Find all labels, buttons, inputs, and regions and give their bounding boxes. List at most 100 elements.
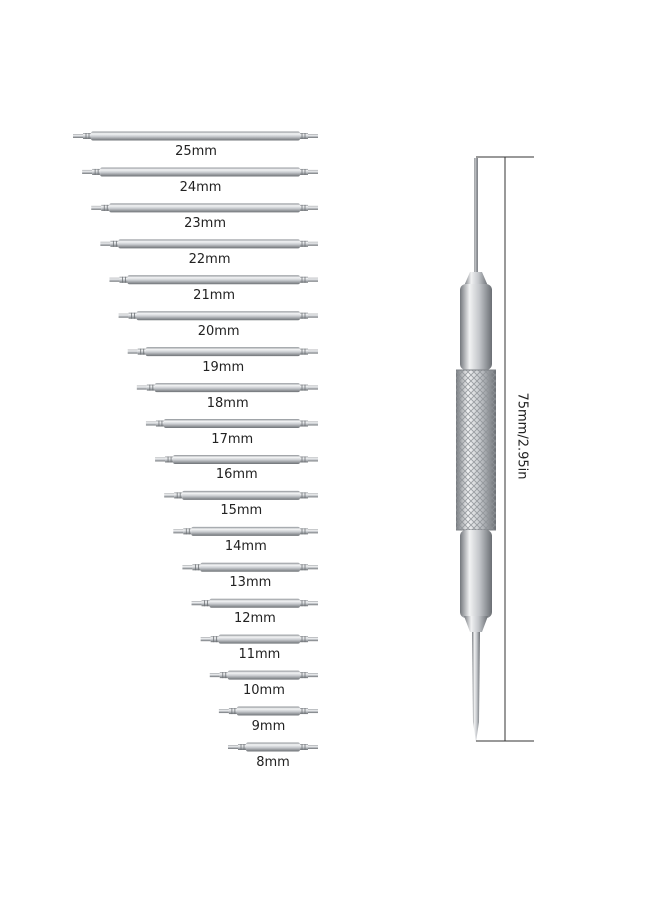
pin-body [127, 275, 301, 285]
pin-body [218, 634, 300, 644]
pin-right-tip [308, 673, 318, 678]
pin-body [145, 347, 300, 357]
pin-size-label: 11mm [238, 647, 281, 663]
pin-left-tip [73, 134, 83, 138]
pin-size-label: 23mm [184, 215, 226, 231]
pin-right-collar [300, 672, 308, 679]
pin-left-tip [182, 565, 193, 570]
pin-size-label: 9mm [251, 719, 286, 735]
pin-right-collar [300, 204, 308, 211]
spring-bar-pin [191, 598, 318, 608]
pin-body [209, 598, 300, 608]
spring-bar-pins [73, 131, 318, 752]
pin-right-collar [300, 708, 308, 715]
pin-size-label: 21mm [193, 287, 236, 303]
pin-left-tip [209, 673, 220, 678]
pin-left-collar [119, 276, 128, 283]
pin-size-label: 12mm [233, 611, 276, 627]
pin-left-collar [165, 456, 174, 463]
pin-left-collar [228, 708, 237, 715]
tool-top-cone [464, 272, 488, 286]
pin-right-collar [300, 744, 308, 750]
pin-right-tip [308, 601, 318, 606]
pin-right-tip [308, 349, 318, 354]
spring-bar-pin [173, 526, 318, 536]
pin-left-collar [192, 564, 201, 571]
dimension-label: 75mm/2.95in [514, 392, 530, 480]
pin-right-tip [308, 313, 318, 318]
pin-left-collar [146, 384, 155, 391]
pin-body [173, 454, 300, 464]
pin-size-label: 8mm [256, 755, 290, 770]
pin-right-tip [308, 169, 318, 174]
pin-left-tip [82, 169, 93, 174]
pin-left-collar [201, 600, 210, 607]
tool-upper-shaft [460, 284, 492, 370]
pin-right-collar [300, 600, 308, 607]
pin-body [182, 490, 300, 500]
pin-left-tip [191, 601, 202, 606]
pin-right-tip [308, 134, 318, 138]
length-dimension [476, 156, 534, 742]
pin-size-label: 15mm [220, 503, 263, 519]
spring-bar-pin [228, 742, 318, 752]
pin-right-collar [300, 564, 308, 571]
pin-size-label: 19mm [202, 359, 245, 375]
pin-size-label: 22mm [188, 251, 231, 267]
pin-body [109, 203, 300, 213]
pin-left-tip [228, 745, 238, 749]
pin-body [191, 526, 300, 536]
pin-size-label: 24mm [179, 179, 222, 195]
pin-body [154, 383, 300, 393]
pin-left-collar [137, 348, 146, 355]
pin-right-tip [308, 745, 318, 749]
pin-left-collar [110, 240, 119, 247]
pin-body [163, 419, 300, 429]
pin-left-tip [127, 349, 138, 354]
pin-left-tip [136, 385, 147, 390]
spring-bar-pin [155, 454, 318, 464]
spring-bar-tool [456, 158, 496, 742]
pin-left-collar [183, 528, 192, 535]
spring-bar-pin [91, 203, 318, 213]
pin-left-collar [155, 420, 164, 427]
tool-lower-shaft [460, 530, 492, 618]
pin-left-collar [219, 672, 228, 679]
pin-right-collar [300, 168, 308, 175]
pin-body [246, 742, 300, 752]
pin-right-collar [300, 456, 308, 463]
spring-bar-pin [218, 706, 318, 716]
spring-bar-pin [82, 167, 318, 177]
pin-left-collar [238, 744, 246, 750]
pin-right-collar [300, 240, 308, 247]
pin-right-tip [308, 565, 318, 570]
pin-right-tip [308, 709, 318, 714]
pin-size-label: 20mm [197, 323, 240, 339]
pin-left-tip [145, 421, 156, 426]
spring-bar-pin [209, 670, 318, 680]
pin-body [118, 239, 301, 249]
pin-right-collar [300, 348, 308, 355]
pin-size-label: 25mm [175, 144, 217, 159]
spring-bar-pin [73, 131, 318, 141]
pin-size-label: 17mm [211, 431, 254, 447]
pin-left-tip [118, 313, 129, 318]
pin-right-collar [300, 420, 308, 427]
pin-body [100, 167, 300, 177]
pin-left-tip [164, 493, 175, 498]
pin-right-tip [308, 385, 318, 390]
pin-right-tip [308, 241, 318, 246]
spring-bar-pin [164, 490, 318, 500]
pin-right-tip [308, 493, 318, 498]
pin-left-collar [92, 168, 101, 175]
pin-right-tip [308, 637, 318, 642]
pin-size-label: 16mm [215, 467, 258, 483]
pin-right-tip [308, 421, 318, 426]
pin-size-label: 13mm [229, 575, 272, 591]
spring-bar-pin [136, 383, 318, 393]
spring-bar-pin [118, 311, 318, 321]
pin-left-tip [109, 277, 120, 282]
pin-left-collar [174, 492, 183, 499]
pin-right-collar [300, 133, 308, 139]
